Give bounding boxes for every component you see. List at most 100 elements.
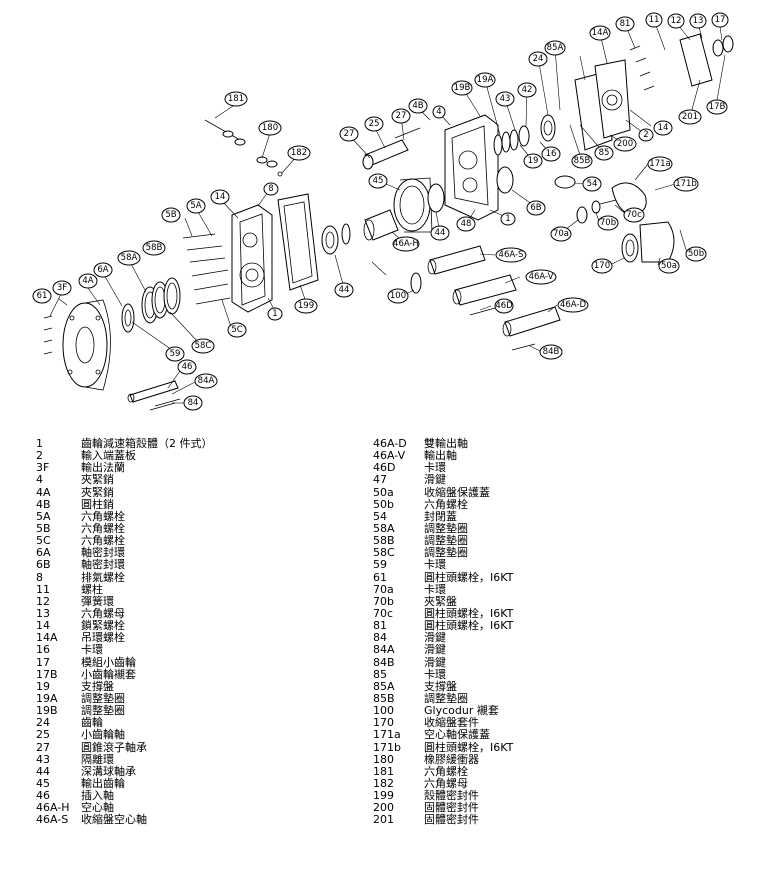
callout: 44 bbox=[334, 282, 354, 298]
part-number: 81 bbox=[373, 619, 387, 633]
part-description: 圓柱頭螺栓，I6KT bbox=[424, 619, 514, 633]
svg-text:58A: 58A bbox=[121, 253, 138, 263]
callout: 84A bbox=[194, 373, 218, 389]
callout: 46D bbox=[494, 298, 514, 314]
svg-text:171a: 171a bbox=[649, 159, 670, 169]
callout: 181 bbox=[224, 91, 248, 107]
part-number: 50a bbox=[373, 485, 394, 499]
svg-text:46: 46 bbox=[182, 362, 193, 372]
part-description: 收縮盤套件 bbox=[424, 716, 479, 730]
part-description: 卡環 bbox=[424, 667, 446, 681]
svg-text:19: 19 bbox=[528, 156, 539, 166]
svg-text:81: 81 bbox=[620, 19, 631, 29]
part-number: 85A bbox=[373, 679, 395, 693]
part-description: 六角螺母 bbox=[81, 606, 125, 620]
svg-text:46D: 46D bbox=[495, 301, 513, 311]
callout: 42 bbox=[517, 82, 537, 98]
part-description: 小齒輪襯套 bbox=[81, 667, 136, 681]
part-number: 44 bbox=[36, 764, 50, 778]
svg-text:12: 12 bbox=[671, 16, 682, 26]
part-number: 46A-D bbox=[373, 437, 407, 450]
svg-text:85B: 85B bbox=[574, 156, 591, 166]
svg-text:84: 84 bbox=[188, 398, 199, 408]
part-description: 調整墊圈 bbox=[424, 691, 468, 705]
part-number: 171a bbox=[373, 728, 401, 742]
part-description: 圓錐滾子軸承 bbox=[81, 740, 147, 754]
part-number: 50b bbox=[373, 497, 394, 511]
callout: 5B bbox=[161, 207, 181, 223]
shims-58-part bbox=[141, 277, 181, 324]
svg-text:100: 100 bbox=[390, 291, 406, 301]
callout: 46A-D bbox=[557, 297, 589, 313]
part-number: 46D bbox=[373, 461, 396, 475]
gear-24-part bbox=[540, 114, 556, 142]
part-description: 滑鍵 bbox=[424, 643, 446, 657]
callout: 43 bbox=[495, 91, 515, 107]
bolts-5-part bbox=[182, 233, 231, 305]
part-description: 調整墊圈 bbox=[81, 704, 125, 718]
svg-text:70c: 70c bbox=[626, 210, 642, 220]
part-description: 螺柱 bbox=[81, 582, 103, 596]
part-description: 固體密封件 bbox=[424, 813, 479, 827]
input-cover-part bbox=[574, 59, 631, 151]
part-description: 隔離環 bbox=[81, 752, 114, 766]
part-description: 圓柱銷 bbox=[81, 497, 114, 511]
legend-row: 81 圓柱頭螺栓，I6KT bbox=[373, 619, 514, 633]
part-number: 43 bbox=[36, 752, 50, 766]
part-number: 200 bbox=[373, 801, 394, 815]
callout: 17B bbox=[706, 99, 728, 115]
svg-text:70a: 70a bbox=[553, 229, 569, 239]
part-number: 12 bbox=[36, 594, 50, 608]
part-description: 圓柱頭螺栓，I6KT bbox=[424, 606, 514, 620]
part-description: 滑鍵 bbox=[424, 473, 446, 487]
seal-6a-part bbox=[121, 303, 135, 333]
part-description: 輸出齒輪 bbox=[81, 776, 125, 790]
exploded-view-svg: 181 180 182 14 8 5B 5A 5C 58B 58A 6A 4A … bbox=[32, 12, 734, 411]
part-description: 滑鍵 bbox=[424, 655, 446, 669]
part-number: 27 bbox=[36, 740, 50, 754]
svg-text:5A: 5A bbox=[190, 201, 201, 211]
part-description: 齒輪 bbox=[81, 716, 103, 730]
svg-text:1: 1 bbox=[272, 309, 277, 319]
svg-text:4B: 4B bbox=[412, 101, 423, 111]
callout: 25 bbox=[364, 116, 384, 132]
part-description: 支撐盤 bbox=[81, 679, 114, 693]
callout: 81 bbox=[615, 16, 635, 32]
svg-text:16: 16 bbox=[546, 149, 557, 159]
callout: 45 bbox=[368, 173, 388, 189]
part-description: 調整墊圈 bbox=[424, 534, 468, 548]
bolts-81-part bbox=[629, 45, 655, 91]
part-description: 空心軸保護蓋 bbox=[424, 728, 490, 742]
part-description: 滑鍵 bbox=[424, 631, 446, 645]
hollow-shaft-part bbox=[363, 209, 399, 241]
part-number: 61 bbox=[373, 570, 387, 584]
svg-text:70b: 70b bbox=[600, 218, 616, 228]
callout: 58A bbox=[117, 250, 141, 266]
svg-text:46A-H: 46A-H bbox=[393, 239, 419, 249]
svg-text:171b: 171b bbox=[675, 179, 697, 189]
part-number: 85B bbox=[373, 691, 395, 705]
svg-text:58B: 58B bbox=[146, 243, 163, 253]
callout: 11 bbox=[645, 12, 663, 28]
part-number: 84A bbox=[373, 643, 395, 657]
part-description: 軸密封環 bbox=[81, 546, 125, 560]
